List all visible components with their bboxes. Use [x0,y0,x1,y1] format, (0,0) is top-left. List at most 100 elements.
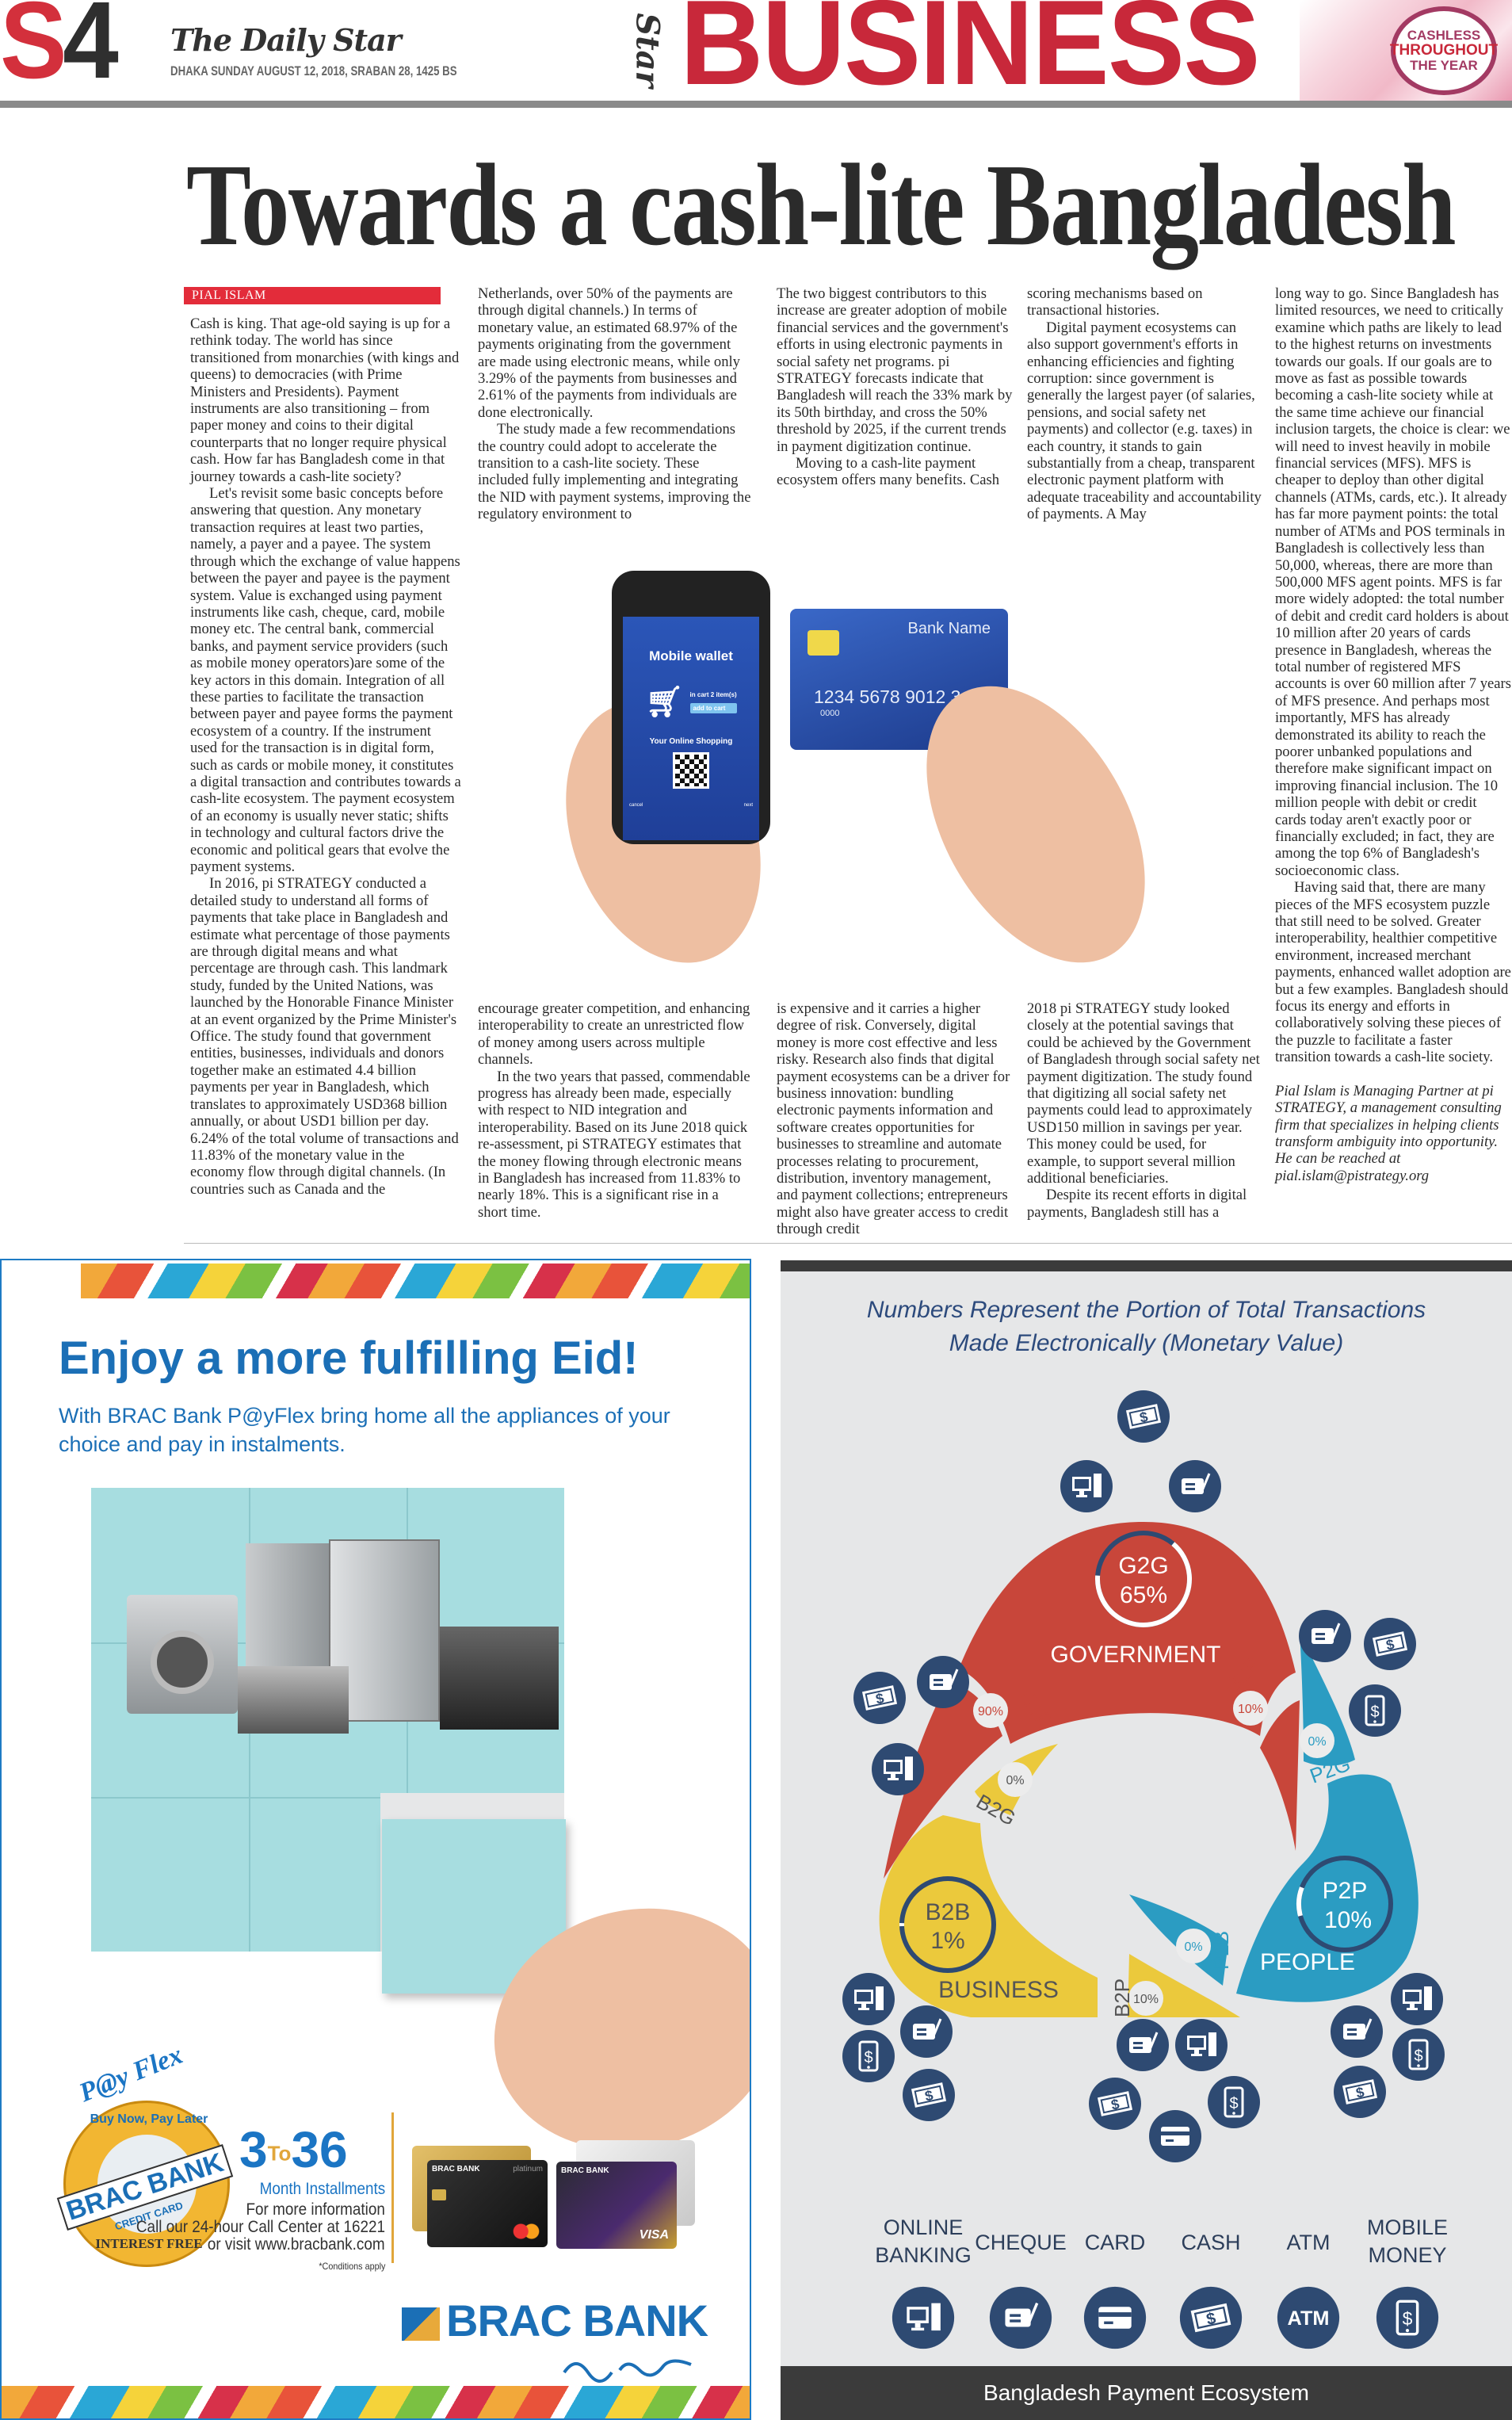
byline: PIAL ISLAM [184,287,441,304]
logo-text: BRAC BANK [446,2296,708,2345]
article-column-3-bottom: is expensive and it carries a higher deg… [777,1000,1014,1238]
cheque-icon [1169,1460,1221,1512]
article-column-2-bottom: encourage greater competition, and enhan… [478,1000,751,1221]
flow-value: 0% [1184,1940,1202,1954]
b2b-label: B2B [926,1899,971,1925]
legend-label: CHEQUE [975,2231,1067,2254]
article-column-5: long way to go. Since Bangladesh has lim… [1275,285,1511,1184]
atm-icon-text: ATM [1288,2307,1330,2330]
divider [184,1243,1512,1244]
washing-machine [127,1595,238,1714]
badge-ring-bottom: INTEREST FREE [95,2236,203,2251]
cash-icon [853,1672,906,1724]
card-number: 1234 5678 9012 3 [814,686,961,707]
legend-cash-icon [1179,2286,1243,2349]
paragraph: Let's revisit some basic concepts before… [190,485,461,875]
badge-line: THE YEAR [1410,57,1478,73]
call-center-info: Call our 24-hour Call Center at 16221 [136,2218,385,2236]
flow-code: P2B [1209,1931,1233,1970]
website-info: or visit www.bracbank.com [208,2235,385,2254]
cash-icon [903,2069,955,2121]
badge-line: CASHLESS [1407,28,1481,44]
cash-icon [1364,1618,1416,1670]
computer-icon [872,1743,924,1795]
ecosystem-diagram: $ $ G2G 65% GOVERNMENT P2P 10% [842,1390,1445,2349]
payflex-title: P@y Flex [74,2040,187,2108]
infographic-title: Numbers Represent the Portion of Total T… [781,1294,1512,1360]
legend-cheque: CHEQUE [969,2229,1072,2257]
g2p-flow [1260,1700,1300,1851]
phone-screen: Mobile wallet 🛒︎ in cart 2 item(s) add t… [623,617,759,840]
flow-value: 10% [1238,1703,1263,1716]
cheque-icon [1331,2005,1383,2058]
divider [391,2112,394,2263]
cashless-badge: CASHLESS THROUGHOUT THE YEAR [1389,6,1499,95]
mobile-money-icon [1392,2028,1445,2081]
cash-icon [1117,1390,1170,1443]
computer-icon [842,1973,895,2025]
article-column-4-top: scoring mechanisms based on transactiona… [1027,285,1263,523]
paragraph: The study made a few recommendations the… [478,421,751,523]
screen-title: Mobile wallet [649,648,733,663]
people-label: PEOPLE [1260,1949,1355,1975]
government-label: GOVERNMENT [1050,1642,1220,1668]
computer-icon [1391,1973,1443,2025]
paragraph: Cash is king. That age-old saying is up … [190,315,460,485]
paragraph: Netherlands, over 50% of the payments ar… [478,285,740,421]
cheque-icon [1299,1610,1351,1662]
paragraph: is expensive and it carries a higher deg… [777,1000,1010,1238]
computer-icon [1175,2019,1228,2071]
badge-line: THROUGHOUT [1389,42,1499,59]
paragraph: Moving to a cash-lite payment ecosystem … [777,455,1000,489]
cart-count: in cart 2 item(s) [689,691,737,698]
platinum-card: BRAC BANK platinum [427,2160,548,2247]
p2p-label: P2P [1323,1878,1368,1904]
cart-icon: 🛒︎ [645,686,684,719]
legend-cheque-icon [989,2286,1052,2349]
cancel-label: cancel [629,803,643,808]
dateline: DHAKA SUNDAY AUGUST 12, 2018, SRABAN 28,… [170,63,457,78]
top-bar [781,1260,1512,1271]
b2b-value: 1% [930,1928,964,1954]
government-sector [959,1522,1296,1744]
mastercard-logo [513,2223,540,2239]
visa-logo: VISA [639,2228,669,2242]
title-line: Numbers Represent the Portion of Total T… [866,1297,1426,1323]
legend-computer-icon [892,2286,955,2349]
brac-bank-advertisement: Enjoy a more fulfilling Eid! With BRAC B… [0,1259,751,2420]
headline: Towards a cash-lite Bangladesh [186,140,1457,270]
paragraph: Digital payment ecosystems can also supp… [1027,319,1262,523]
g2g-value: 65% [1120,1582,1167,1608]
legend-label: CARD [1084,2231,1146,2254]
payment-ecosystem-infographic: Numbers Represent the Portion of Total T… [781,1260,1512,2420]
section-prefix: Star [628,13,666,88]
card-sub-number: 0000 [820,709,840,718]
microwave [238,1666,349,1734]
business-label: BUSINESS [938,1977,1059,2003]
card-tier: platinum [513,2165,543,2173]
flow-value: 0% [1006,1774,1024,1787]
flow-value: 0% [1308,1735,1326,1749]
b2p-flow-value: 10%B2P [1110,1978,1163,2017]
article-column-2-top: Netherlands, over 50% of the payments ar… [478,285,751,523]
legend-card: CARD [1063,2229,1166,2257]
flow-value: 90% [978,1705,1003,1718]
mobile-money-icon [842,2030,895,2082]
card-brand: BRAC BANK [432,2165,480,2173]
installments-label: Month Installments [259,2180,385,2198]
cash-icon [1334,2066,1386,2118]
newspaper-logo: The Daily Star [170,22,402,58]
paragraph: The two biggest contributors to this inc… [777,285,1013,455]
bengali-tagline-logo [563,2359,692,2383]
article-photo: Mobile wallet 🛒︎ in cart 2 item(s) add t… [485,539,1238,1001]
paragraph: long way to go. Since Bangladesh has lim… [1275,285,1511,879]
card-icon [1149,2110,1201,2162]
add-to-cart-button: add to cart [689,703,737,713]
payflex-badge: Buy Now, Pay Later BRAC BANK CREDIT CARD… [56,2101,234,2267]
legend-label: ONLINE [883,2215,964,2239]
flow-value: 10% [1133,1993,1159,2006]
mobile-money-icon [1208,2076,1260,2128]
legend-label: MONEY [1368,2243,1447,2268]
page-number: S4 [0,0,119,101]
legend-label: ATM [1286,2231,1331,2254]
